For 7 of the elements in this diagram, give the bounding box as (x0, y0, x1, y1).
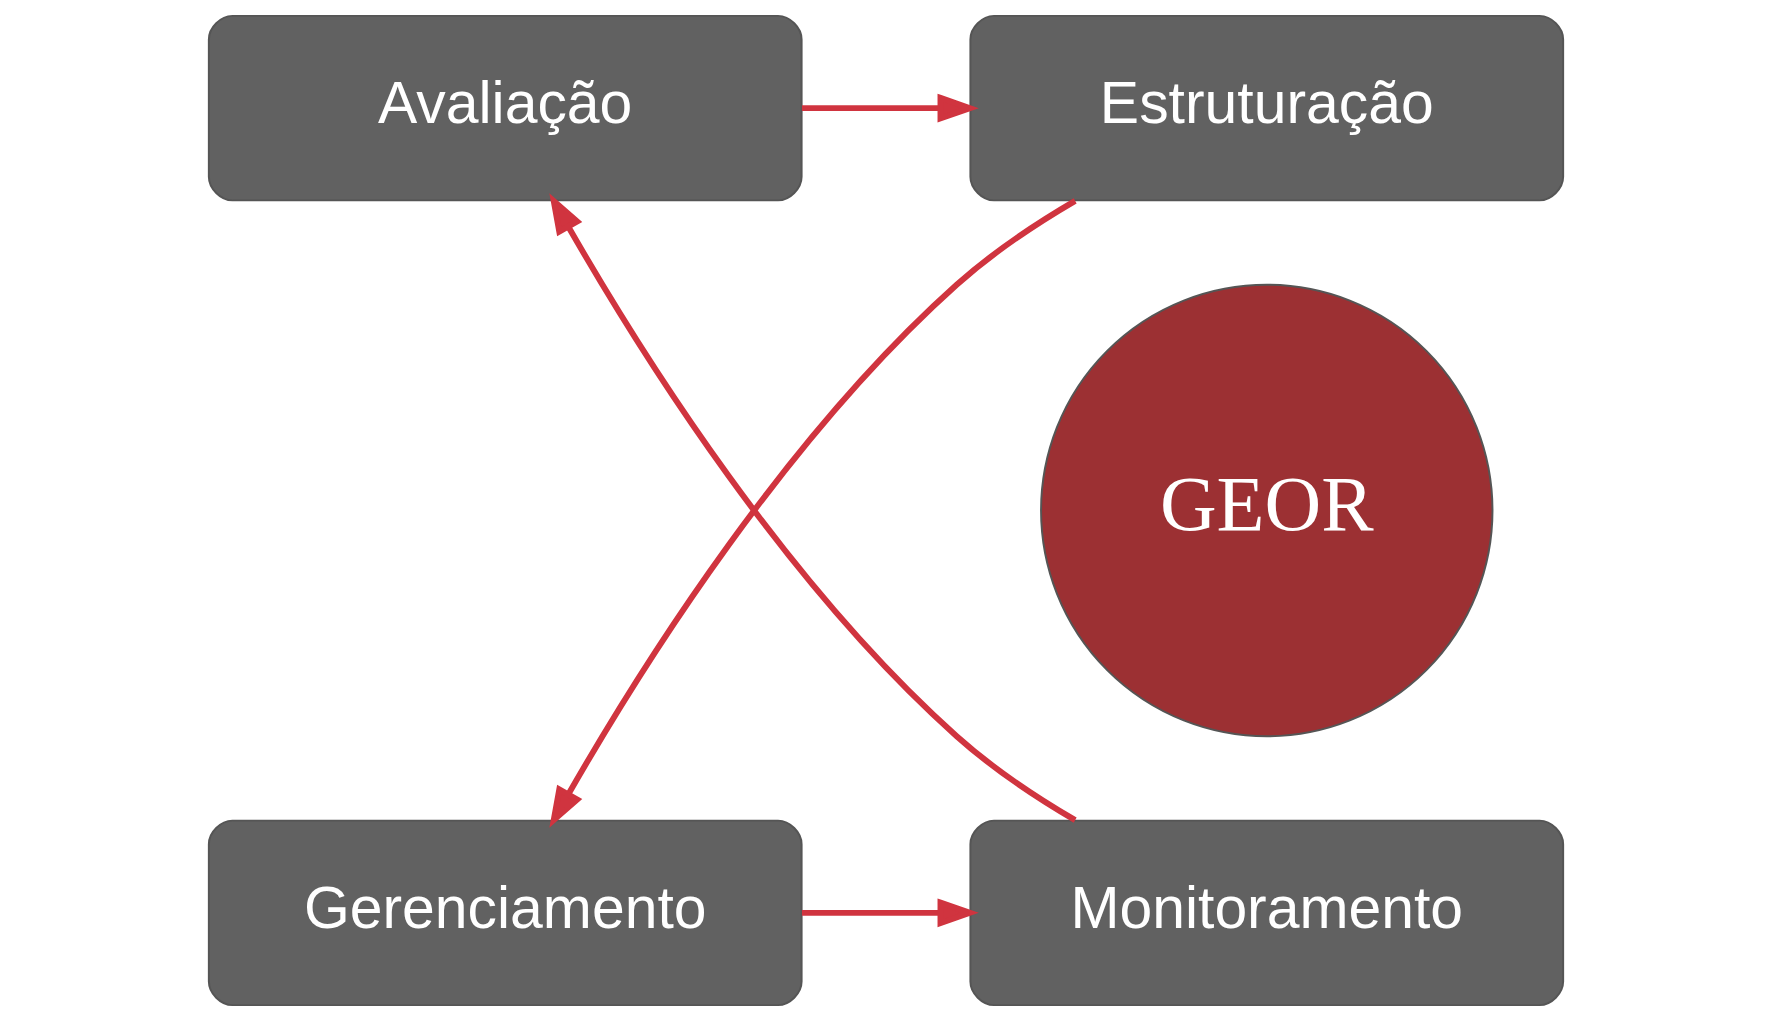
node-box: Gerenciamento (207, 819, 803, 1007)
node-box: Avaliação (207, 14, 803, 202)
node-box: Monitoramento (969, 819, 1565, 1007)
arrow (801, 898, 979, 928)
arrow (801, 93, 979, 123)
node-box: Estruturação (969, 14, 1565, 202)
node-circle: GEOR (1040, 283, 1494, 738)
